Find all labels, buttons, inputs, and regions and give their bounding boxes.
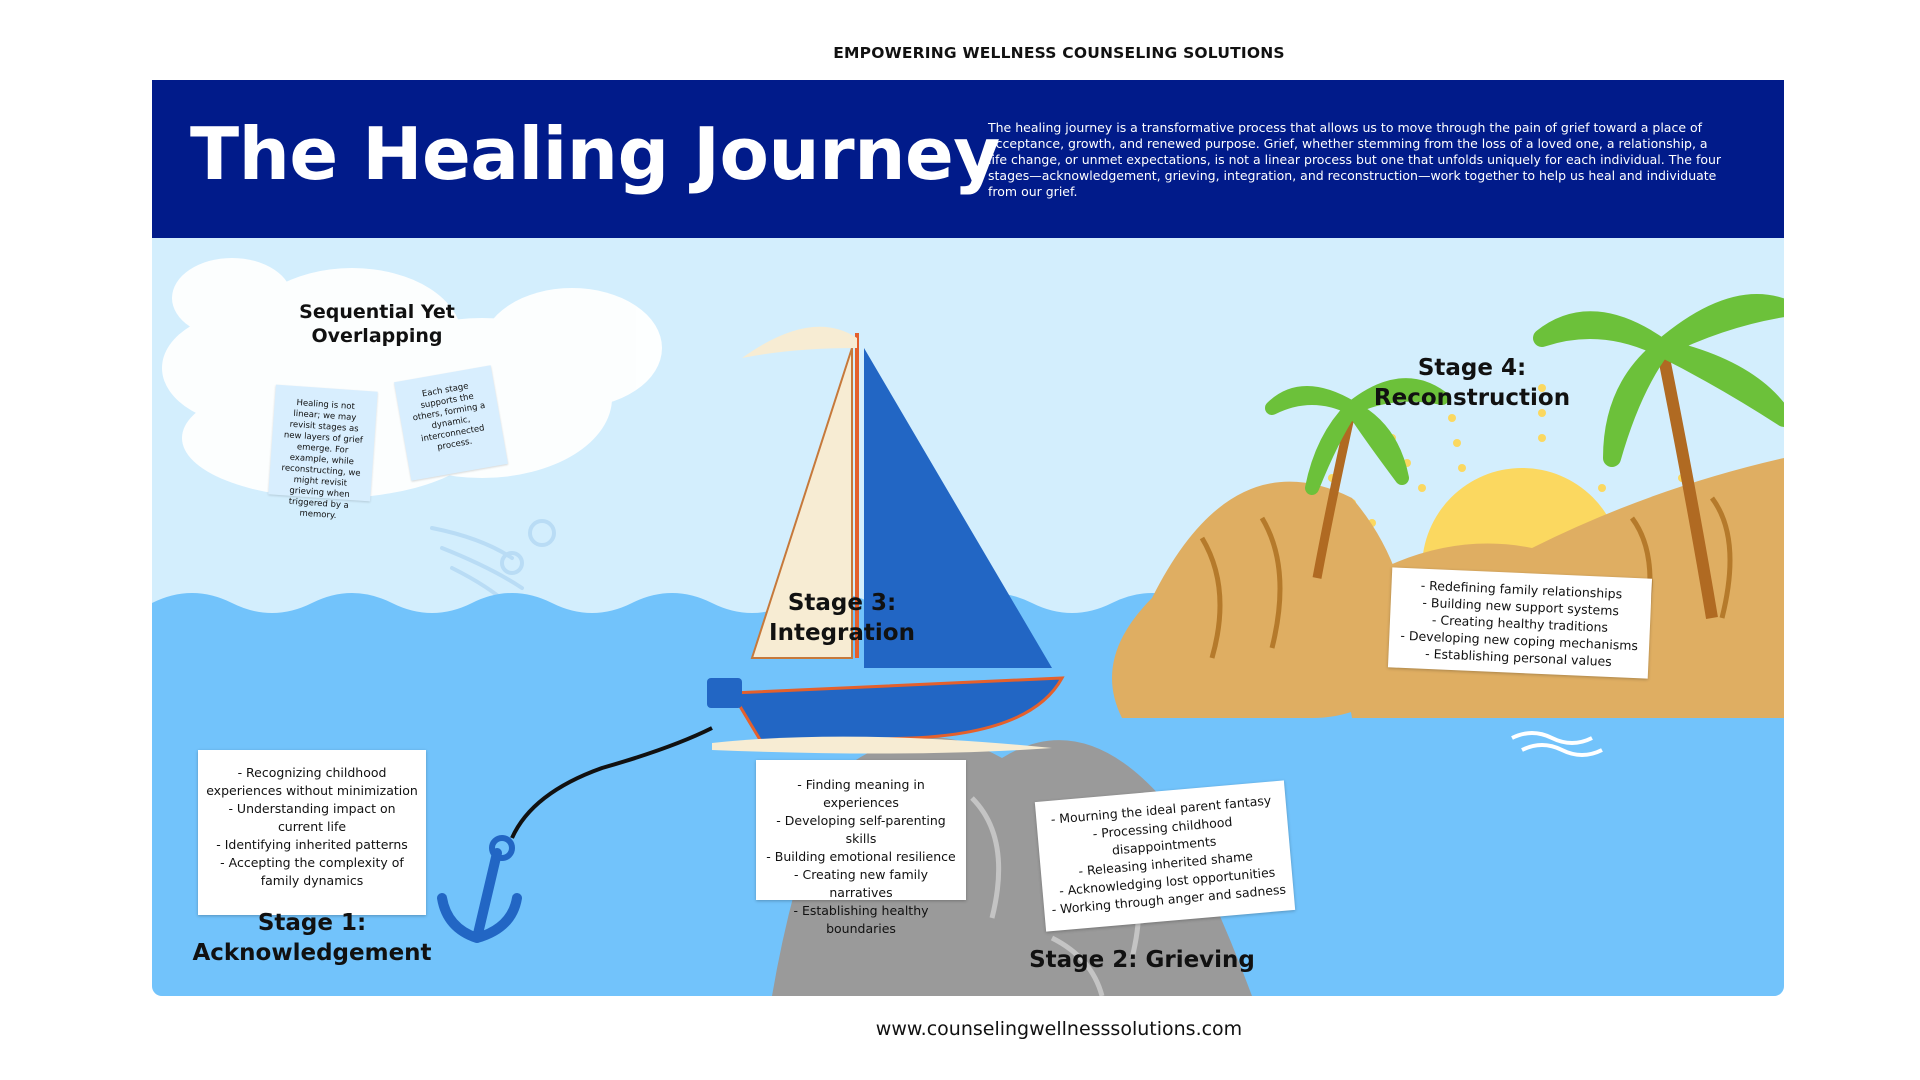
sailboat-icon <box>707 326 1065 754</box>
overlap-note-left: Healing is not linear; we may revisit st… <box>268 384 378 521</box>
header-banner: The Healing Journey The healing journey … <box>152 80 1784 238</box>
stage4-heading: Stage 4: Reconstruction <box>1373 355 1571 411</box>
intro-paragraph: The healing journey is a transformative … <box>988 120 1722 199</box>
organization-name: EMPOWERING WELLNESS COUNSELING SOLUTIONS <box>833 44 1285 62</box>
stage3-heading: Stage 3: Integration <box>769 590 915 646</box>
list-item: - Creating new family narratives <box>793 867 929 900</box>
website-url: www.counselingwellnesssolutions.com <box>875 1018 1243 1040</box>
list-item: - Finding meaning in experiences <box>797 777 925 810</box>
stage4-note: - Redefining family relationships - Buil… <box>1387 567 1653 679</box>
overlap-heading: Sequential Yet Overlapping <box>299 301 455 347</box>
overlap-note-right: Each stage supports the others, forming … <box>394 365 508 481</box>
stage2-heading: Stage 2: Grieving <box>1029 947 1255 973</box>
list-item: - Accepting the complexity of family dyn… <box>220 855 404 888</box>
journey-illustration: Sequential Yet Overlapping Healing is no… <box>152 238 1784 996</box>
list-item: - Recognizing childhood experiences with… <box>206 765 418 798</box>
stage1-heading: Stage 1: Acknowledgement <box>192 910 432 966</box>
stage1-note: - Recognizing childhood experiences with… <box>198 750 426 915</box>
anchor-icon <box>437 726 713 943</box>
stage2-note: - Mourning the ideal parent fantasy - Pr… <box>1034 780 1296 932</box>
wind-icon <box>430 519 556 624</box>
list-item: - Building emotional resilience <box>766 849 956 864</box>
page-title: The Healing Journey <box>190 112 1000 196</box>
list-item: - Establishing healthy boundaries <box>793 903 929 936</box>
list-item: - Developing self-parenting skills <box>776 813 946 846</box>
stage3-note: - Finding meaning in experiences - Devel… <box>756 760 966 936</box>
palm-tree-icon <box>1265 294 1784 619</box>
wave-icon <box>1511 731 1593 745</box>
list-item: - Understanding impact on current life <box>228 801 396 834</box>
list-item: - Identifying inherited patterns <box>216 837 408 852</box>
